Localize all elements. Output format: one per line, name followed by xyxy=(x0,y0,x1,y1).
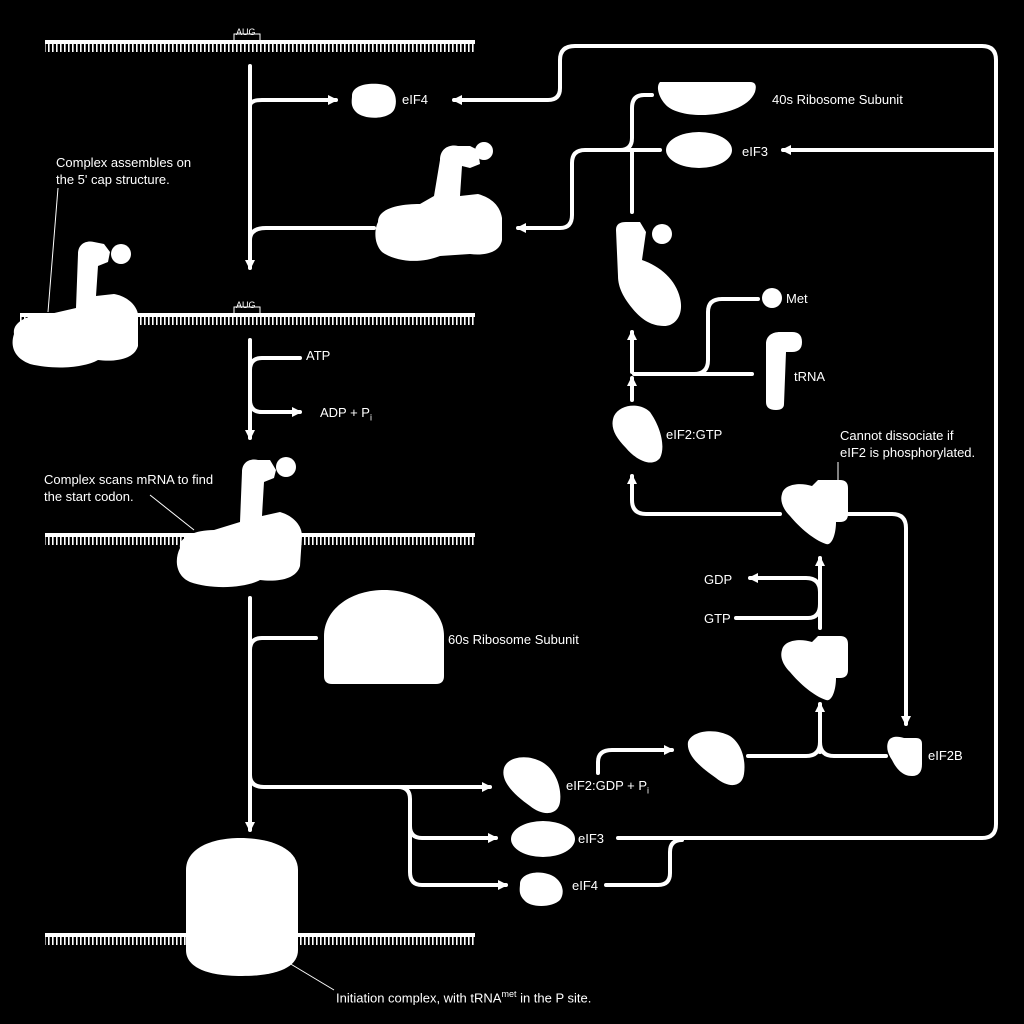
eif3-bottom-blob xyxy=(511,821,575,857)
ribosome-60s-subunit xyxy=(324,590,444,684)
ternary-complex xyxy=(616,222,682,326)
eif2b-join-line xyxy=(818,740,888,758)
complex-scanning-mrna xyxy=(176,457,302,588)
trna-label: tRNA xyxy=(794,369,826,384)
trna-molecule xyxy=(766,332,802,410)
met-label: Met xyxy=(786,291,808,306)
atp-input-line xyxy=(248,356,302,392)
gtp-input-line xyxy=(734,602,822,620)
eif4-bottom-release-arrow xyxy=(408,824,508,890)
initiation-complex-80s xyxy=(186,838,298,976)
adp-output-arrow xyxy=(248,388,302,417)
complex-scans-label-line1: Complex scans mRNA to find xyxy=(44,472,214,487)
adp-pi-subscript: i xyxy=(369,412,372,423)
eif3-recycle-line xyxy=(452,44,998,840)
eif4-label: eIF4 xyxy=(402,92,429,107)
eif2-eif2b-complex-upper xyxy=(781,480,848,545)
mrna-strand-1 xyxy=(45,40,475,52)
eif3-blob xyxy=(666,132,732,168)
ribosome-60s-label: 60s Ribosome Subunit xyxy=(448,632,579,647)
eif2-free-blob xyxy=(687,731,745,786)
aug-label-2: AUG xyxy=(236,300,256,310)
eif2-gdp-pi-label: eIF2:GDP + Pi xyxy=(566,778,649,799)
complex-join-line xyxy=(248,226,376,262)
cannot-dissociate-label-line2: eIF2 is phosphorylated. xyxy=(840,445,976,460)
eif4-release-arrow xyxy=(248,95,338,108)
gdp-output-arrow xyxy=(748,573,822,594)
gtp-label: GTP xyxy=(704,611,731,626)
eif4-recycle-line xyxy=(604,838,684,887)
initiation-superscript: met xyxy=(501,989,517,999)
initiation-text-b: in the P site. xyxy=(516,990,592,1006)
eif2b-label: eIF2B xyxy=(928,748,963,763)
release-branch-line xyxy=(248,758,400,789)
eif2-eif2b-join-line xyxy=(746,740,822,758)
mrna-strand-2 xyxy=(20,313,475,325)
complex-assembles-label-line1: Complex assembles on xyxy=(56,155,192,170)
ribosome-40s-label: 40s Ribosome Subunit xyxy=(772,92,903,107)
initiation-text-a: Initiation complex, with tRNA xyxy=(336,990,502,1006)
ribosome-40s-subunit xyxy=(657,82,756,116)
initiation-complex-label: Initiation complex, with tRNAmet in the … xyxy=(336,987,591,1005)
pointer-complex-assembles xyxy=(47,187,59,313)
eif3-release-arrow xyxy=(396,785,498,843)
pointer-initiation-complex xyxy=(283,959,335,991)
preinitiation-complex-43s xyxy=(375,142,502,261)
eif3-join-line xyxy=(516,148,662,233)
complex-scans-label-line2: the start codon. xyxy=(44,489,134,504)
eif2b-blob xyxy=(887,736,922,776)
eif3-bottom-label: eIF3 xyxy=(578,831,605,846)
pointer-complex-scans xyxy=(149,494,195,531)
eif2-eif2b-complex-lower xyxy=(781,636,848,701)
eif4-blob xyxy=(351,83,396,118)
eif3-label: eIF3 xyxy=(742,144,769,159)
cannot-dissociate-label-line1: Cannot dissociate if xyxy=(840,428,954,443)
aug-label-1: AUG xyxy=(236,27,256,37)
subunit-60s-join-line xyxy=(248,636,318,652)
adp-pi-text: ADP + P xyxy=(320,405,370,420)
eif2-gtp-label: eIF2:GTP xyxy=(666,427,723,442)
aug-bracket-2 xyxy=(233,306,261,313)
atp-label: ATP xyxy=(306,348,331,363)
complex-assembles-label-line2: the 5' cap structure. xyxy=(56,172,170,187)
subunit-40s-join-line xyxy=(618,93,654,152)
eif2-gdp-pi-subscript: i xyxy=(647,785,650,796)
aug-bracket-1 xyxy=(233,33,261,40)
gdp-label: GDP xyxy=(704,572,733,587)
eif4-bottom-label: eIF4 xyxy=(572,878,599,893)
eif2-gdp-blob xyxy=(503,757,561,814)
eif4-bottom-blob xyxy=(519,872,563,906)
complex-bound-5-cap xyxy=(12,241,138,368)
eif2-gdp-pi-text: eIF2:GDP + P xyxy=(566,778,648,793)
adp-pi-label: ADP + Pi xyxy=(320,405,372,426)
eif2-gtp-formation-arrow xyxy=(627,474,782,516)
met-join-line xyxy=(692,297,760,376)
eif2b-release-arrow xyxy=(846,512,911,726)
met-amino-acid xyxy=(762,288,782,308)
eif2-gtp-blob xyxy=(612,405,663,463)
eif2-gdp-to-free-arrow xyxy=(596,745,674,775)
